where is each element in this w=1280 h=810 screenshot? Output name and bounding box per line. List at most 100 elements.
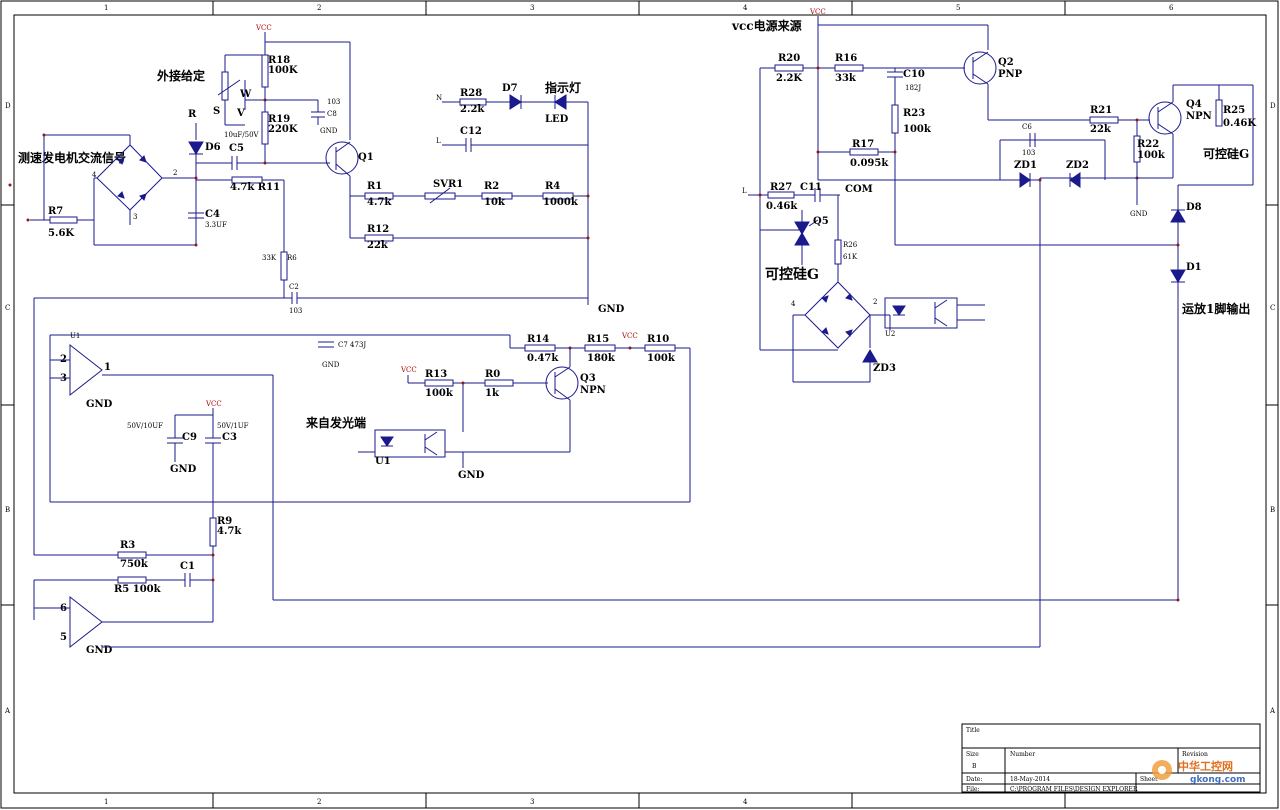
zone-row-C-right: C bbox=[1270, 304, 1275, 312]
R28-ref: R28 bbox=[460, 88, 482, 99]
ZD2-ref: ZD2 bbox=[1066, 160, 1089, 171]
U1-ref: U1 bbox=[70, 332, 80, 340]
net-R: R bbox=[188, 109, 197, 120]
zone-top-6: 6 bbox=[1169, 4, 1174, 12]
opamp-section: U1 2 3 1 GND C7 473J GND R14 0.47k R15 1… bbox=[49, 332, 691, 600]
resistor-R0 bbox=[484, 379, 514, 387]
R6-ref: R6 bbox=[287, 254, 297, 262]
Q4-type: NPN bbox=[1186, 111, 1212, 122]
net-N: N bbox=[436, 94, 442, 102]
SVR1-ref: SVR1 bbox=[433, 179, 463, 190]
tb-revision-label: Revision bbox=[1182, 751, 1208, 758]
gnd-r22: GND bbox=[1130, 210, 1148, 218]
title-block: Title Size B Number Revision Date: 18-Ma… bbox=[961, 723, 1261, 793]
zener-ZD3 bbox=[862, 349, 878, 363]
zone-row-A-right: A bbox=[1269, 707, 1276, 715]
R5-ref: R5 100k bbox=[114, 584, 162, 595]
R17-val: 0.095k bbox=[850, 158, 889, 169]
resistor-R9 bbox=[209, 517, 217, 547]
R10-val: 100k bbox=[647, 353, 676, 364]
R1-ref: R1 bbox=[367, 181, 382, 192]
C3-val: 50V/1UF bbox=[217, 422, 249, 430]
resistor-R14 bbox=[524, 344, 556, 352]
C5-val: 10uF/50V bbox=[224, 131, 260, 139]
R6-val: 33K bbox=[262, 254, 277, 262]
R2-val: 10k bbox=[484, 197, 506, 208]
D7-ref: D7 bbox=[502, 83, 518, 94]
U1-opto-ref: U1 bbox=[375, 456, 391, 467]
resistor-R15 bbox=[584, 344, 616, 352]
opamp-U1B bbox=[69, 595, 103, 649]
resistor-R13 bbox=[424, 379, 454, 387]
C4-val: 3.3UF bbox=[205, 221, 227, 229]
label-from-emitter: 来自发光端 bbox=[305, 415, 366, 430]
vcc-top-left: VCC bbox=[255, 24, 272, 32]
R15-ref: R15 bbox=[587, 334, 609, 345]
bridge-rectifier-right bbox=[804, 281, 871, 349]
R3-val: 750k bbox=[120, 559, 149, 570]
label-scr-gate-right: 可控硅G bbox=[1203, 146, 1249, 161]
C10-ref: C10 bbox=[903, 69, 925, 80]
zone-row-D-right: D bbox=[1270, 102, 1276, 110]
opamp-U1A bbox=[69, 343, 103, 397]
setpoint-section: 外接给定 S W V VCC R18 100K R19 220K 103 C8 … bbox=[157, 24, 374, 238]
zone-bottom-2: 2 bbox=[317, 798, 321, 806]
resistor-R25 bbox=[1215, 99, 1223, 127]
resistor-R3 bbox=[117, 551, 147, 559]
R21-val: 22k bbox=[1090, 124, 1112, 135]
R18-ref: R18 bbox=[268, 55, 290, 66]
svg-text:2: 2 bbox=[173, 169, 177, 177]
diode-D7 bbox=[509, 94, 522, 110]
zone-top-3: 3 bbox=[530, 4, 534, 12]
label-tacho-ac-signal: 测速发电机交流信号 bbox=[18, 150, 126, 165]
R27-val: 0.46k bbox=[766, 201, 798, 212]
C7-ref: C7 473J bbox=[338, 341, 366, 349]
watermark: 中华工控网 gkong.com bbox=[1152, 759, 1246, 785]
trigger-section: L R27 0.46k C11 COM Q5 可控硅G R26 61K 4 2 bbox=[742, 182, 985, 383]
gnd-u1-opto: GND bbox=[458, 470, 485, 481]
label-vcc-source: vcc电源来源 bbox=[731, 18, 802, 33]
gnd-C8: GND bbox=[320, 127, 338, 135]
diode-D1 bbox=[1170, 269, 1186, 283]
tb-sheet-label: Sheet bbox=[1140, 776, 1158, 783]
zone-bottom-3: 3 bbox=[530, 798, 534, 806]
u1-pin1: 1 bbox=[104, 362, 111, 373]
R23-ref: R23 bbox=[903, 108, 925, 119]
gnd-main: GND bbox=[598, 304, 625, 315]
Q5-ref: Q5 bbox=[813, 216, 829, 227]
C6-val: 103 bbox=[1022, 149, 1035, 157]
transistor-Q4 bbox=[1148, 101, 1182, 135]
zone-top-4: 4 bbox=[743, 4, 748, 12]
R27-ref: R27 bbox=[770, 182, 792, 193]
label-scr-gate-left: 可控硅G bbox=[765, 266, 819, 283]
D1-ref: D1 bbox=[1186, 262, 1202, 273]
C8-val: 103 bbox=[327, 98, 340, 106]
R10-ref: R10 bbox=[647, 334, 669, 345]
resistor-R10 bbox=[644, 344, 676, 352]
R13-ref: R13 bbox=[425, 369, 447, 380]
R19-ref: R19 bbox=[268, 114, 290, 125]
resistor-R5 bbox=[117, 576, 147, 584]
R3-ref: R3 bbox=[120, 540, 135, 551]
C3-ref: C3 bbox=[222, 432, 237, 443]
R0-ref: R0 bbox=[485, 369, 500, 380]
zone-row-D: D bbox=[5, 102, 11, 110]
vcc-mid: VCC bbox=[621, 332, 638, 340]
tb-size-value: B bbox=[972, 763, 977, 770]
R28-val: 2.2k bbox=[460, 104, 485, 115]
C2-val: 103 bbox=[289, 307, 302, 315]
C6-ref: C6 bbox=[1022, 123, 1032, 131]
R11-ref: 4.7k R11 bbox=[230, 182, 280, 193]
zener-ZD1 bbox=[1019, 172, 1031, 188]
optocoupler-U2 bbox=[884, 297, 958, 329]
zener-ZD2 bbox=[1069, 172, 1081, 188]
C4-ref: C4 bbox=[205, 209, 220, 220]
net-V: V bbox=[236, 108, 245, 119]
R14-val: 0.47k bbox=[527, 353, 559, 364]
vcc-c3: VCC bbox=[205, 400, 222, 408]
C9-ref: C9 bbox=[182, 432, 197, 443]
diode-D8 bbox=[1170, 209, 1186, 223]
R18-val: 100K bbox=[268, 65, 298, 76]
C9-val: 50V/10UF bbox=[127, 422, 163, 430]
